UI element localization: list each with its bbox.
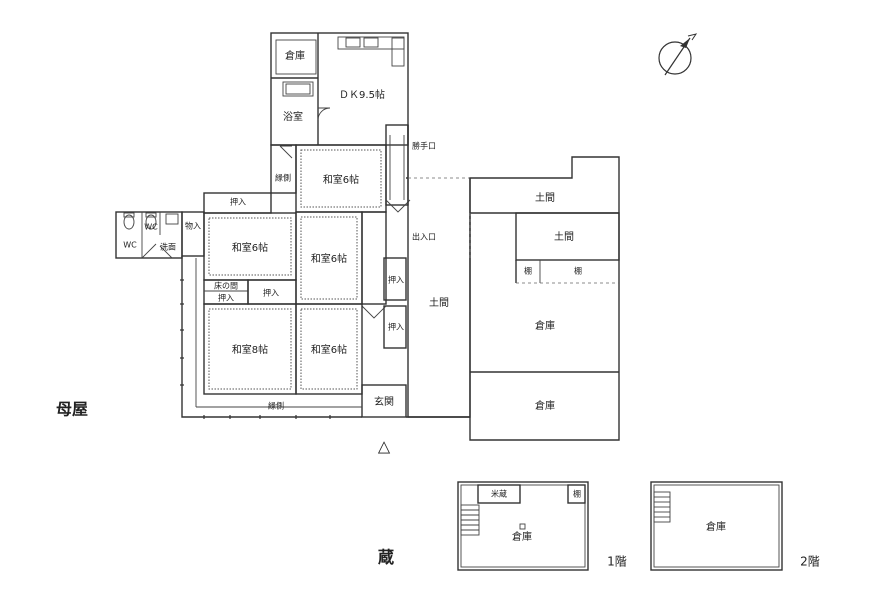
north-compass-icon bbox=[658, 33, 698, 76]
label-main-house-title: 母屋 bbox=[56, 400, 88, 419]
label-veranda-side: 縁側 bbox=[275, 173, 291, 183]
label-kura-storage-1: 倉庫 bbox=[512, 530, 532, 543]
label-annex-shelf-b: 棚 bbox=[574, 266, 582, 276]
label-entrance-door: 出入口 bbox=[412, 232, 436, 242]
kura-floor2 bbox=[650, 481, 783, 571]
label-oshiire-e: 押入 bbox=[388, 322, 404, 332]
storage-top-room bbox=[275, 39, 317, 75]
label-wc2: WC bbox=[144, 223, 158, 232]
annex bbox=[469, 156, 620, 441]
label-washitsu-8: 和室8帖 bbox=[232, 343, 268, 356]
entrance-marker: △ bbox=[378, 437, 391, 456]
label-annex-shelf-a: 棚 bbox=[524, 266, 532, 276]
label-oshiire-a: 押入 bbox=[230, 197, 246, 207]
label-annex-storage-a: 倉庫 bbox=[535, 319, 555, 332]
label-storage-top: 倉庫 bbox=[285, 49, 305, 62]
label-oshiire-c: 押入 bbox=[263, 288, 279, 298]
label-kura-floor1: 1階 bbox=[607, 554, 627, 569]
dk-block-wall bbox=[270, 32, 409, 146]
label-washitsu-6b: 和室6帖 bbox=[232, 241, 268, 254]
label-bath: 浴室 bbox=[283, 110, 303, 123]
label-kitchen-door: 勝手口 bbox=[412, 141, 436, 151]
stairs-icon bbox=[460, 504, 480, 536]
column-marks bbox=[180, 279, 331, 419]
label-kura-rice: 米蔵 bbox=[491, 489, 507, 499]
label-kura-shelf: 棚 bbox=[573, 489, 581, 499]
kura-floor1 bbox=[457, 481, 589, 571]
label-annex-doma-second: 土間 bbox=[554, 230, 574, 243]
label-doma-main: 土間 bbox=[429, 296, 449, 309]
label-annex-doma-top: 土間 bbox=[535, 191, 555, 204]
label-dk: ＤＫ9.5帖 bbox=[339, 88, 385, 101]
main-house bbox=[115, 32, 471, 419]
label-closet: 物入 bbox=[185, 221, 201, 231]
stairs-icon bbox=[653, 491, 671, 523]
label-washitsu-6a: 和室6帖 bbox=[323, 173, 359, 186]
label-kura-storage-2: 倉庫 bbox=[706, 520, 726, 533]
label-washroom: 洗面 bbox=[160, 242, 176, 252]
label-kura-floor2: 2階 bbox=[800, 554, 820, 569]
label-oshiire-d: 押入 bbox=[388, 275, 404, 285]
labels: 倉庫 ＤＫ9.5帖 浴室 勝手口 縁側 和室6帖 押入 物入 WC WC 洗面 … bbox=[56, 49, 820, 569]
label-oshiire-b: 押入 bbox=[218, 293, 234, 303]
label-washitsu-6d: 和室6帖 bbox=[311, 343, 347, 356]
label-washitsu-6c: 和室6帖 bbox=[311, 252, 347, 265]
label-wc1: WC bbox=[123, 241, 137, 250]
label-genkan: 玄関 bbox=[374, 395, 394, 408]
label-veranda-bottom: 縁側 bbox=[268, 401, 284, 411]
label-tokonoma: 床の間 bbox=[214, 281, 238, 291]
label-kura-title: 蔵 bbox=[378, 548, 394, 567]
label-annex-storage-b: 倉庫 bbox=[535, 399, 555, 412]
